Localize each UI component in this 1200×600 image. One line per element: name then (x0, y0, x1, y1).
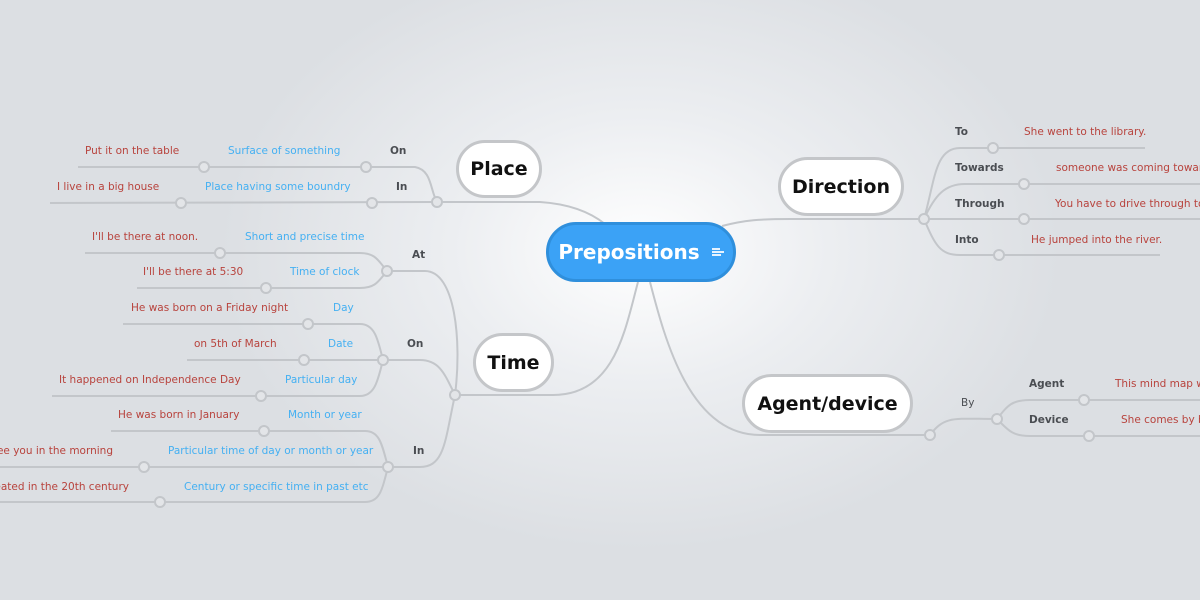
central-topic-label: Prepositions (558, 240, 700, 264)
example[interactable]: reated in the 20th century (0, 481, 129, 493)
description[interactable]: Day (333, 302, 354, 314)
example[interactable]: She went to the library. (1024, 126, 1147, 138)
topic-agent-device[interactable]: Agent/device (742, 374, 913, 433)
subtopic-through[interactable]: Through (955, 198, 1005, 210)
note-icon[interactable] (711, 247, 724, 257)
central-topic-prepositions[interactable]: Prepositions (546, 222, 736, 282)
example[interactable]: He was born in January (118, 409, 240, 421)
example[interactable]: I'll be there at noon. (92, 231, 199, 243)
topic-direction[interactable]: Direction (778, 157, 904, 216)
description[interactable]: Surface of something (228, 145, 341, 157)
example[interactable]: on 5th of March (194, 338, 277, 350)
subtopic-on[interactable]: On (390, 145, 407, 157)
description[interactable]: Particular time of day or month or year (168, 445, 374, 457)
topic-place[interactable]: Place (456, 140, 542, 198)
example[interactable]: You have to drive through tow (1055, 198, 1200, 210)
topic-time[interactable]: Time (473, 333, 554, 392)
subtopic-device[interactable]: Device (1029, 414, 1069, 426)
subtopic-towards[interactable]: Towards (955, 162, 1004, 174)
topic-label: Place (470, 158, 528, 180)
example[interactable]: someone was coming toward (1056, 162, 1200, 174)
description[interactable]: Time of clock (290, 266, 360, 278)
subtopic-to[interactable]: To (955, 126, 968, 138)
description[interactable]: Short and precise time (245, 231, 365, 243)
subtopic-at[interactable]: At (412, 249, 426, 261)
subtopic-agent[interactable]: Agent (1029, 378, 1065, 390)
example[interactable]: It happened on Independence Day (59, 374, 241, 386)
subtopic-in[interactable]: In (396, 181, 408, 193)
description[interactable]: Month or year (288, 409, 362, 421)
topic-label: Time (487, 351, 540, 374)
example[interactable]: I'll be there at 5:30 (143, 266, 244, 278)
description[interactable]: Date (328, 338, 354, 350)
subtopic-into[interactable]: Into (955, 234, 979, 246)
example[interactable]: Put it on the table (85, 145, 180, 157)
topic-label: Direction (792, 175, 890, 198)
topic-label: Agent/device (757, 392, 898, 415)
example[interactable]: I live in a big house (57, 181, 160, 193)
example[interactable]: He was born on a Friday night (131, 302, 289, 314)
example[interactable]: see you in the morning (0, 445, 113, 457)
subtopic-by[interactable]: By (961, 397, 975, 409)
example[interactable]: She comes by b (1121, 414, 1200, 426)
example[interactable]: This mind map wa (1115, 378, 1200, 390)
example[interactable]: He jumped into the river. (1031, 234, 1163, 246)
description[interactable]: Particular day (285, 374, 358, 386)
description[interactable]: Place having some boundry (205, 181, 351, 193)
subtopic-on[interactable]: On (407, 338, 424, 350)
subtopic-in[interactable]: In (413, 445, 425, 457)
description[interactable]: Century or specific time in past etc (184, 481, 369, 493)
